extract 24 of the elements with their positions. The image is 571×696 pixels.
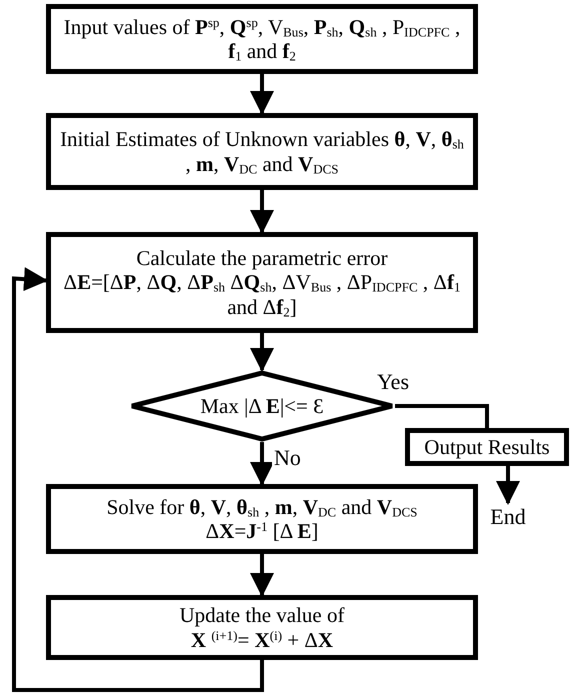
process-box [46, 4, 478, 74]
arrow [250, 554, 274, 597]
output-text: Output Results [424, 434, 550, 460]
solve-text: Solve for θ, V, θ$_{sh}$ , m, V$_{DC}$ and V$_{DCS}$ [106, 494, 418, 519]
input-text: Input values of P$^{sp}$, Q$^{sp}$, V$_{Bus}$, P$_{sh}$, Q$_{sh}$ , P$_{IDCPFC}$ , f$_{1}$ and f$_{2}$ [62, 14, 462, 64]
process-box [46, 113, 478, 190]
update-text: Update the value of [179, 603, 345, 628]
arrow [250, 190, 274, 234]
step-text: Calculate the parametric error [136, 246, 388, 270]
process-box [46, 232, 478, 333]
arrow [250, 333, 274, 372]
arrow [250, 74, 274, 115]
process-box [405, 428, 569, 466]
condition-text: Max |Δ E|<= Ɛ [200, 394, 324, 418]
arrow [496, 466, 520, 505]
estimate-text: Initial Estimates of Unknown variables θ, V, θ$_{sh}$ , m, V$_{DC}$ and V$_{DCS}$ [59, 127, 465, 176]
end-text: End [490, 504, 526, 530]
formula-text: ΔX=J$^{-1}$ [Δ E] [206, 519, 318, 544]
arrow [12, 267, 264, 692]
process-box [46, 484, 478, 554]
arrow [250, 442, 274, 486]
formula-text: ΔE=[ΔP, ΔQ, ΔP$_{sh}$ ΔQ$_{sh}$, ΔV$_{Bus}$ , ΔP$_{IDCPFC}$ , Δf$_{1}$ and Δf$_{2}$] [62, 270, 462, 319]
process-box [46, 595, 478, 660]
formula-text: X $^{(i+1)}$= X$^{(i)}$ + ΔX [190, 628, 334, 652]
